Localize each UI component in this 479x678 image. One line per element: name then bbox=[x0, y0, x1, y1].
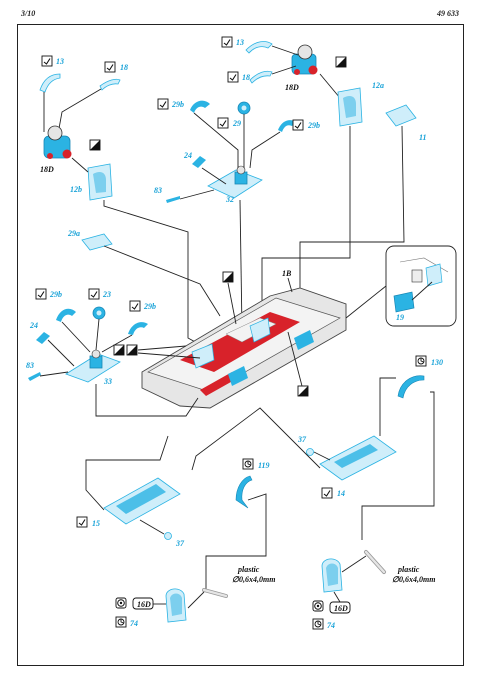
remove-icon bbox=[415, 355, 427, 367]
rod-size: ∅0,6x4,0mm bbox=[232, 575, 275, 584]
part-11 bbox=[385, 104, 417, 127]
part-label-37: 37 bbox=[175, 539, 185, 548]
glue-icon bbox=[312, 600, 324, 612]
rod-assembly-right: plastic ∅0,6x4,0mm 16D 74 bbox=[312, 550, 435, 630]
fold-icon bbox=[88, 288, 100, 300]
part-label-24: 24 bbox=[29, 321, 38, 330]
part-label-83: 83 bbox=[26, 361, 34, 370]
seat-cluster-top: 13 18 18D 12a 11 bbox=[221, 36, 427, 316]
part-label-29b: 29b bbox=[143, 302, 156, 311]
part-label-29: 29 bbox=[232, 119, 241, 128]
part-label-23: 23 bbox=[102, 290, 111, 299]
part-label-29b: 29b bbox=[307, 121, 320, 130]
part-label-18: 18 bbox=[120, 63, 128, 72]
part-83 bbox=[166, 196, 180, 203]
kit-part-ref: 16D bbox=[137, 600, 151, 609]
part-label-29b: 29b bbox=[49, 290, 62, 299]
belt-part bbox=[245, 41, 273, 54]
right-parts: 130 37 14 bbox=[191, 355, 443, 540]
etched-panel bbox=[294, 330, 314, 350]
part-130 bbox=[397, 375, 425, 399]
fold-icon bbox=[221, 36, 233, 48]
material-label: plastic bbox=[397, 565, 420, 574]
part-37 bbox=[164, 532, 172, 540]
fold-icon bbox=[292, 119, 304, 131]
sheet-frame bbox=[17, 24, 464, 666]
part-label-1b: 1B bbox=[282, 269, 292, 278]
remove-icon bbox=[312, 618, 324, 630]
paint-icon bbox=[89, 139, 101, 151]
part-29b bbox=[278, 120, 296, 132]
belt-part bbox=[249, 70, 273, 84]
belt-part bbox=[39, 73, 61, 93]
part-24 bbox=[36, 332, 50, 344]
fold-icon bbox=[104, 61, 116, 73]
fold-icon bbox=[217, 117, 229, 129]
fold-icon bbox=[76, 516, 88, 528]
part-19 bbox=[393, 291, 415, 313]
cockpit-tub: 1B bbox=[141, 269, 347, 409]
paint-icon bbox=[113, 344, 125, 356]
kit-part-icon bbox=[132, 597, 154, 610]
page-number: 3/10 bbox=[21, 9, 36, 18]
part-label-74: 74 bbox=[327, 621, 335, 630]
part-label-12a: 12a bbox=[372, 81, 384, 90]
part-label-13: 13 bbox=[236, 38, 244, 47]
part-label-18: 18 bbox=[242, 73, 250, 82]
part-29b bbox=[190, 100, 210, 113]
panel-15: 15 37 bbox=[76, 435, 185, 548]
part-83 bbox=[28, 372, 41, 381]
fold-icon bbox=[227, 71, 239, 83]
part-label-37: 37 bbox=[297, 435, 307, 444]
part-label-29a: 29a bbox=[67, 229, 80, 238]
belt-part bbox=[99, 78, 121, 91]
part-label-18d: 18D bbox=[40, 165, 54, 174]
part-label-15: 15 bbox=[92, 519, 100, 528]
part-29b bbox=[56, 308, 76, 322]
fold-icon bbox=[129, 300, 141, 312]
fold-icon bbox=[35, 288, 47, 300]
part-label-33: 33 bbox=[103, 377, 112, 386]
console-cluster-32: 29b 29 29b 24 83 32 bbox=[154, 98, 320, 331]
etched-panel bbox=[228, 366, 248, 386]
paint-icon bbox=[297, 385, 309, 397]
paint-icon bbox=[126, 344, 138, 356]
seat-cluster-left: 13 18 18D 12b bbox=[39, 55, 211, 351]
part-label-13: 13 bbox=[56, 57, 64, 66]
product-code: 49 633 bbox=[437, 9, 459, 18]
kit-part-ref: 16D bbox=[334, 604, 348, 613]
part-label-14: 14 bbox=[337, 489, 345, 498]
part-label-12b: 12b bbox=[70, 185, 82, 194]
rod-assembly-left: plastic ∅0,6x4,0mm 16D 74 bbox=[115, 565, 275, 628]
rod-size: ∅0,6x4,0mm bbox=[392, 575, 435, 584]
console-cluster-33: 29b 23 29b 24 83 33 bbox=[26, 288, 199, 417]
remove-icon bbox=[242, 458, 254, 470]
part-label-130: 130 bbox=[431, 358, 443, 367]
fold-icon bbox=[157, 98, 169, 110]
part-label-24: 24 bbox=[183, 151, 192, 160]
part-label-29b: 29b bbox=[171, 100, 184, 109]
fold-icon bbox=[41, 55, 53, 67]
part-label-18d: 18D bbox=[285, 83, 299, 92]
part-24 bbox=[192, 156, 206, 168]
fold-icon bbox=[321, 487, 333, 499]
material-label: plastic bbox=[237, 565, 260, 574]
inset-detail-19: 19 bbox=[345, 245, 457, 327]
part-label-11: 11 bbox=[419, 133, 427, 142]
paint-icon bbox=[335, 56, 347, 68]
part-label-19: 19 bbox=[396, 313, 404, 322]
part-37 bbox=[306, 448, 314, 456]
part-119 bbox=[235, 475, 253, 509]
part-label-119: 119 bbox=[258, 461, 270, 470]
glue-icon bbox=[115, 597, 127, 609]
part-label-83: 83 bbox=[154, 186, 162, 195]
part-label-74: 74 bbox=[130, 619, 138, 628]
part-label-32: 32 bbox=[225, 195, 234, 204]
remove-icon bbox=[115, 616, 127, 628]
paint-icon bbox=[222, 271, 234, 283]
part-29b bbox=[128, 322, 148, 335]
